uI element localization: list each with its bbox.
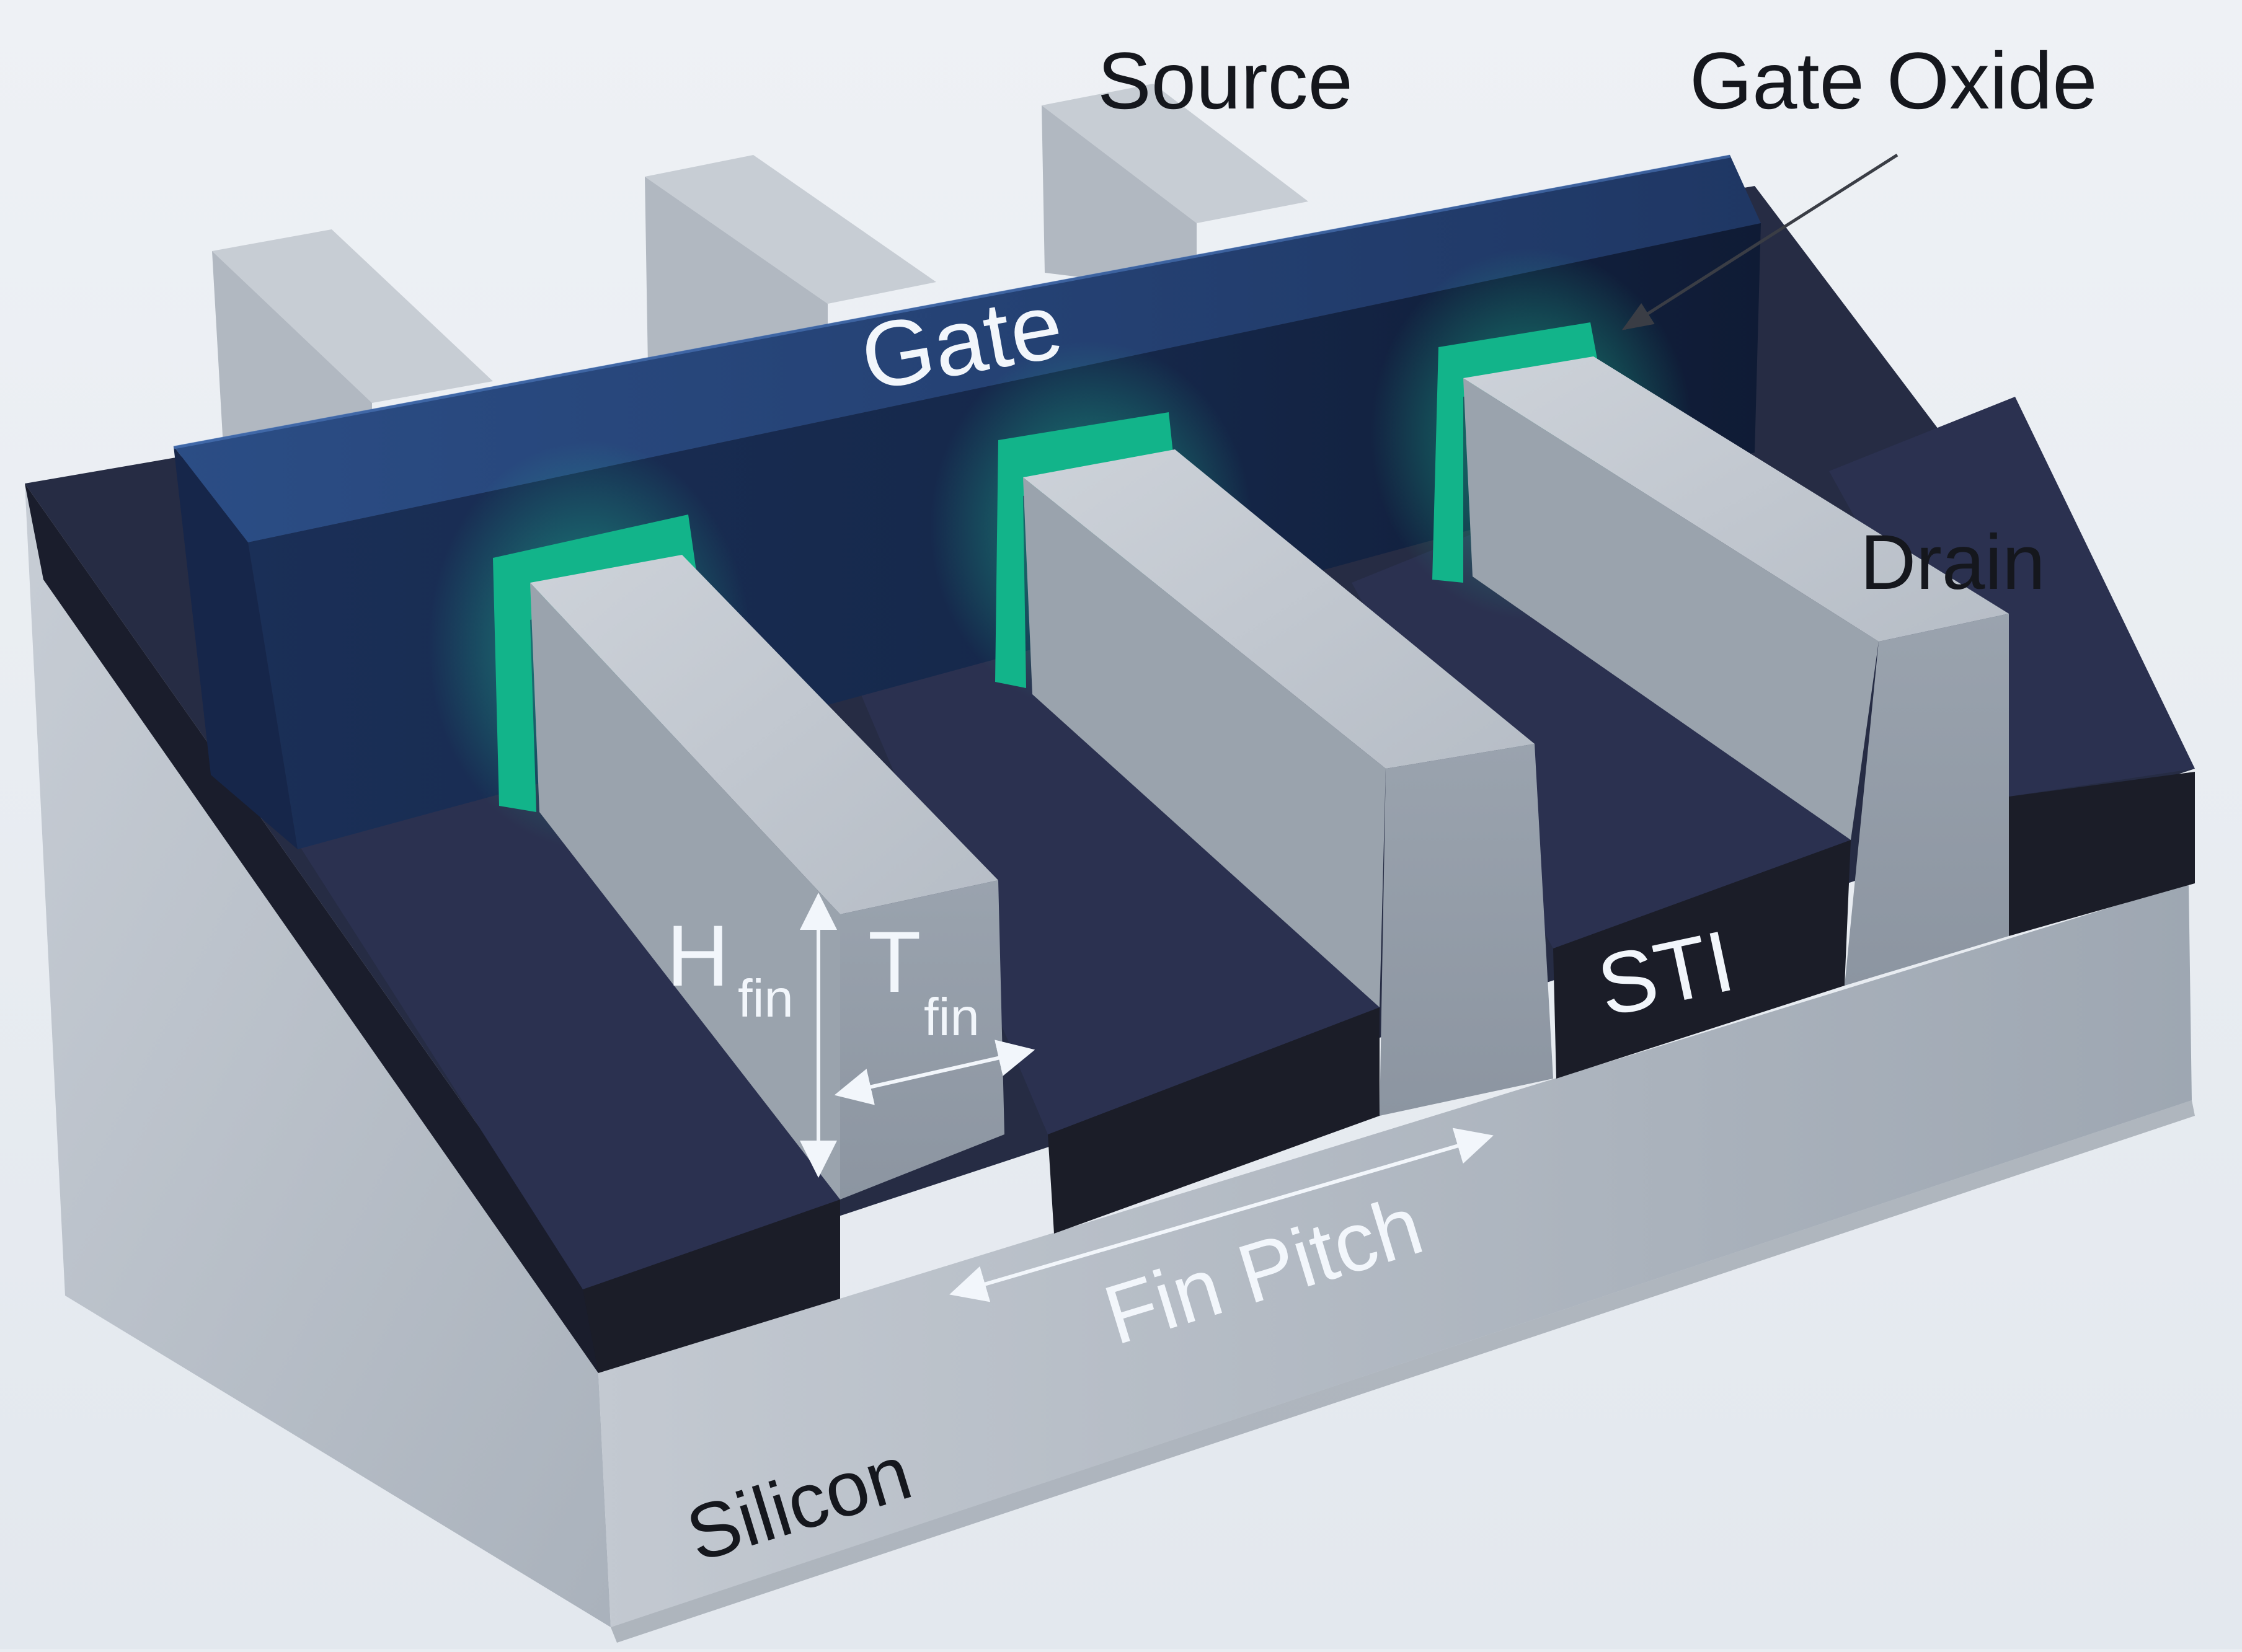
- annotation-arrows: [800, 153, 1899, 1302]
- label-t-fin-subscript: fin: [924, 988, 980, 1047]
- label-h-fin-main: H: [667, 907, 729, 1004]
- gate-left-face: [174, 446, 298, 849]
- substrate-shadow-edge: [611, 1100, 2195, 1643]
- source-stub-3-front: [1042, 105, 1197, 291]
- label-t-fin-main: T: [868, 913, 921, 1010]
- sti-front-block-3: [1553, 840, 1851, 1079]
- fin-3-side: [1463, 378, 1879, 840]
- fin-1-side: [530, 583, 840, 1199]
- fin-2-top: [1023, 449, 1535, 769]
- sti-left-edge: [25, 484, 598, 1373]
- fin-1-top: [530, 555, 998, 914]
- label-gate-oxide: Gate Oxide: [1690, 35, 2098, 126]
- substrate-left-face: [25, 484, 611, 1627]
- label-h-fin: H: [667, 907, 729, 1004]
- fin-2: [995, 412, 1553, 1116]
- label-t-fin: T: [868, 913, 921, 1010]
- source-stub-3-top: [1042, 84, 1308, 223]
- fin-3: [1432, 322, 2009, 986]
- sti-surface-4: [1829, 397, 2195, 797]
- gate-oxide-arrow: [1621, 153, 1899, 330]
- source-fin-stubs: [212, 84, 1308, 484]
- fin-pitch-arrow: [949, 1128, 1494, 1302]
- source-stub-1-top: [212, 229, 493, 403]
- fin-3-front: [1845, 614, 2009, 986]
- sti-front-block-1: [583, 1199, 840, 1373]
- sti-front-block-4: [2009, 772, 2195, 936]
- t-fin-arrow: [834, 1040, 1035, 1105]
- fins: [493, 322, 2009, 1199]
- label-h-fin-subscript: fin: [738, 970, 794, 1028]
- label-drain: Drain: [1860, 519, 2045, 606]
- label-source: Source: [1097, 35, 1353, 126]
- sti-surface-2: [856, 558, 1380, 1134]
- fin-2-front: [1380, 744, 1553, 1116]
- gate-top-edge-highlight: [173, 154, 1730, 449]
- fin-3-top: [1463, 356, 2009, 642]
- fin-2-side: [1023, 477, 1386, 1007]
- source-stub-2-top: [645, 155, 936, 304]
